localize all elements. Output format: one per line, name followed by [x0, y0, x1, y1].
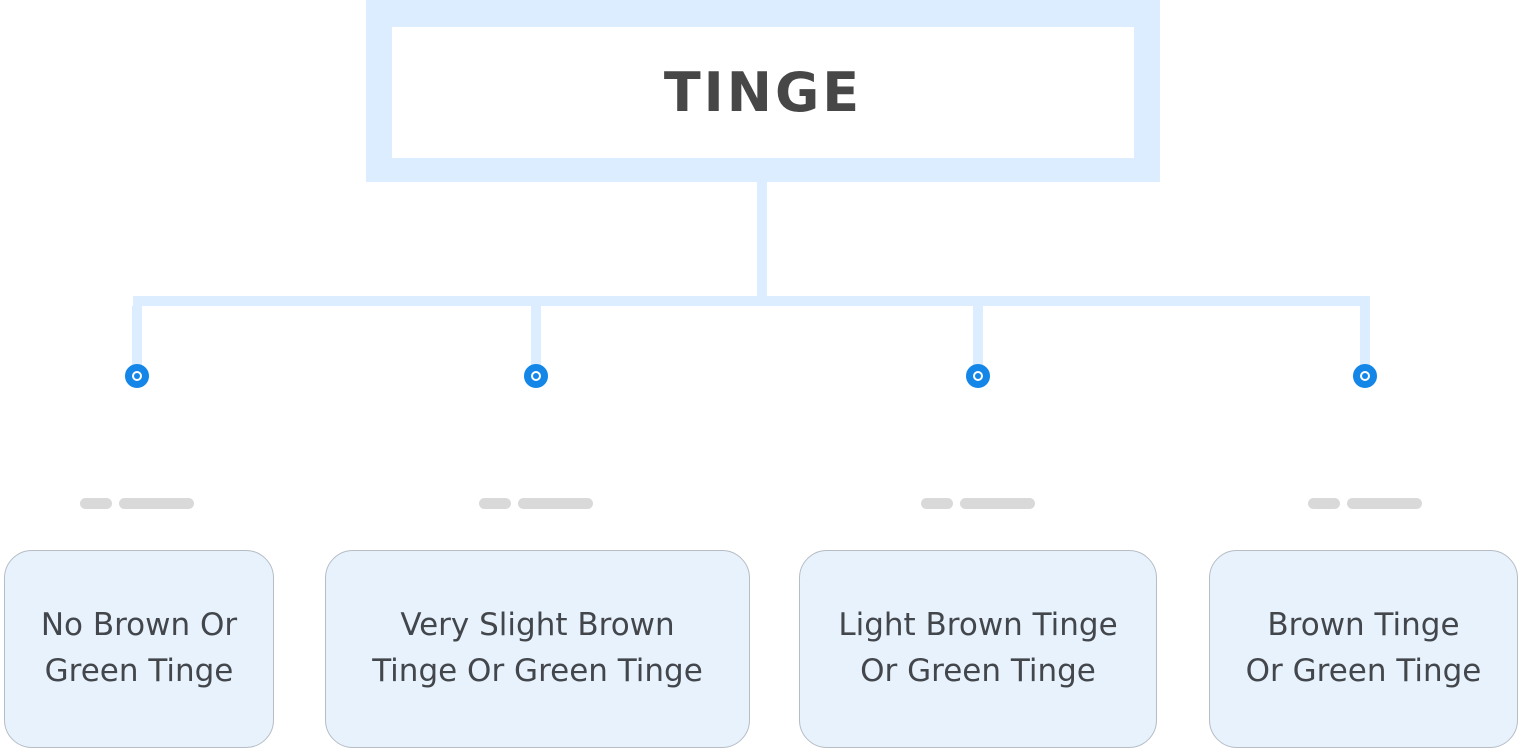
leaf-card-label-line: No Brown Or — [40, 607, 238, 644]
dash-long-icon — [960, 498, 1035, 509]
leaf-card-label-line: Light Brown Tinge — [838, 607, 1118, 644]
dash-long-icon — [119, 498, 194, 509]
placeholder-dashes — [479, 498, 593, 509]
leaf-card-very-slight-tinge: Very Slight Brown Tinge Or Green Tinge — [325, 550, 750, 748]
dash-short-icon — [921, 498, 953, 509]
dash-long-icon — [518, 498, 593, 509]
leaf-card-label-line: Brown Tinge — [1267, 607, 1460, 644]
leaf-card-no-tinge: No Brown Or Green Tinge — [4, 550, 274, 748]
leaf-card-label: Brown Tinge Or Green Tinge — [1246, 603, 1482, 694]
root-title: TINGE — [663, 61, 863, 124]
leaf-card-brown-tinge: Brown Tinge Or Green Tinge — [1209, 550, 1518, 748]
leaf-card-label-line: Or Green Tinge — [1245, 653, 1482, 689]
connector-horizontal-bar — [133, 296, 1370, 306]
connector-drop-3 — [973, 306, 983, 366]
node-circle-icon — [1353, 364, 1377, 388]
leaf-card-light-tinge: Light Brown Tinge Or Green Tinge — [799, 550, 1157, 748]
node-circle-icon — [966, 364, 990, 388]
connector-drop-4 — [1360, 306, 1370, 366]
connector-drop-1 — [132, 306, 142, 366]
dash-short-icon — [80, 498, 112, 509]
dash-long-icon — [1347, 498, 1422, 509]
leaf-card-label-line: Tinge Or Green Tinge — [372, 653, 703, 689]
leaf-card-label-line: Green Tinge — [44, 653, 234, 689]
leaf-card-label: Very Slight Brown Tinge Or Green Tinge — [372, 603, 703, 694]
dash-short-icon — [1308, 498, 1340, 509]
leaf-card-label: Light Brown Tinge Or Green Tinge — [838, 603, 1117, 694]
node-circle-icon — [125, 364, 149, 388]
placeholder-dashes — [1308, 498, 1422, 509]
root-node-inner: TINGE — [392, 27, 1134, 158]
node-circle-icon — [524, 364, 548, 388]
root-node: TINGE — [366, 0, 1160, 182]
leaf-card-label: No Brown Or Green Tinge — [41, 603, 237, 694]
leaf-card-label-line: Very Slight Brown — [400, 607, 675, 644]
dash-short-icon — [479, 498, 511, 509]
leaf-card-label-line: Or Green Tinge — [860, 653, 1096, 689]
placeholder-dashes — [921, 498, 1035, 509]
placeholder-dashes — [80, 498, 194, 509]
connector-drop-2 — [531, 306, 541, 366]
connector-root-stem — [757, 182, 767, 306]
